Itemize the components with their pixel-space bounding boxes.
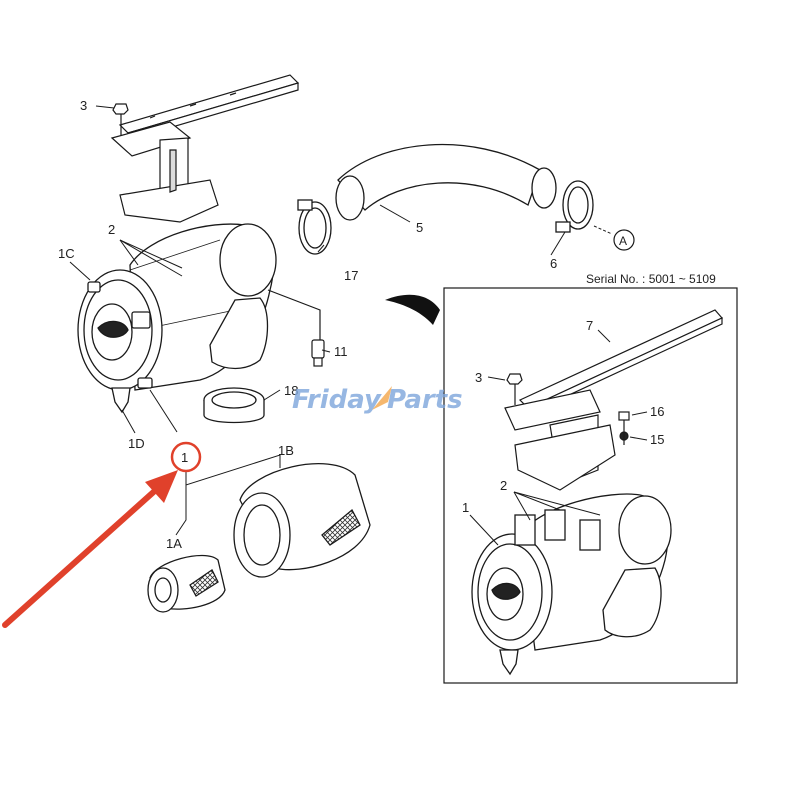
leader-lines	[69, 204, 566, 536]
inset-label-16: 16	[650, 404, 664, 419]
inset-label-2: 2	[500, 478, 507, 493]
reference-a	[613, 229, 635, 251]
label-6: 6	[550, 256, 557, 271]
label-1: 1	[181, 450, 188, 465]
inset-label-15: 15	[650, 432, 664, 447]
inset-label-1: 1	[462, 500, 469, 515]
watermark-friday: Friday	[292, 385, 382, 415]
label-1b: 1B	[278, 443, 294, 458]
label-3: 3	[80, 98, 87, 113]
watermark-parts: Parts	[387, 385, 463, 415]
label-5: 5	[416, 220, 423, 235]
serial-caption: Serial No. : 5001 ~ 5109	[586, 272, 716, 286]
inset-label-7: 7	[586, 318, 593, 333]
label-a: A	[619, 234, 627, 248]
label-1a: 1A	[166, 536, 182, 551]
filter-1a	[147, 554, 226, 613]
inset-bolt-16	[618, 411, 630, 445]
inset-pointer-arrow	[385, 294, 440, 325]
mounting-bracket	[110, 121, 219, 223]
callout-labels: 3 2 1C 1D 1 1A 1B 18 11 17 5 6 A Serial …	[58, 98, 716, 551]
highlight-circle	[170, 441, 202, 473]
inset-bolt-3	[506, 373, 523, 405]
hose-5	[335, 143, 557, 221]
label-1c: 1C	[58, 246, 75, 261]
inset-air-cleaner	[471, 493, 672, 676]
inset-frame	[443, 287, 738, 684]
label-2: 2	[108, 222, 115, 237]
ring-18	[203, 387, 265, 424]
clamp-17	[297, 199, 332, 255]
highlight-arrow	[2, 470, 178, 628]
label-11: 11	[334, 344, 348, 359]
label-18: 18	[284, 383, 298, 398]
inset-leader-lines	[469, 329, 648, 546]
label-17: 17	[344, 268, 358, 283]
label-1d: 1D	[128, 436, 145, 451]
clamp-6	[555, 180, 594, 233]
indicator-11	[267, 289, 325, 367]
bolt-3	[112, 103, 129, 135]
filter-1b	[233, 463, 371, 578]
inset-label-3: 3	[475, 370, 482, 385]
inset-bracket	[504, 389, 616, 491]
watermark-swoosh-icon	[372, 386, 392, 410]
air-cleaner-housing	[77, 223, 277, 414]
inset-beam-7	[518, 309, 723, 415]
